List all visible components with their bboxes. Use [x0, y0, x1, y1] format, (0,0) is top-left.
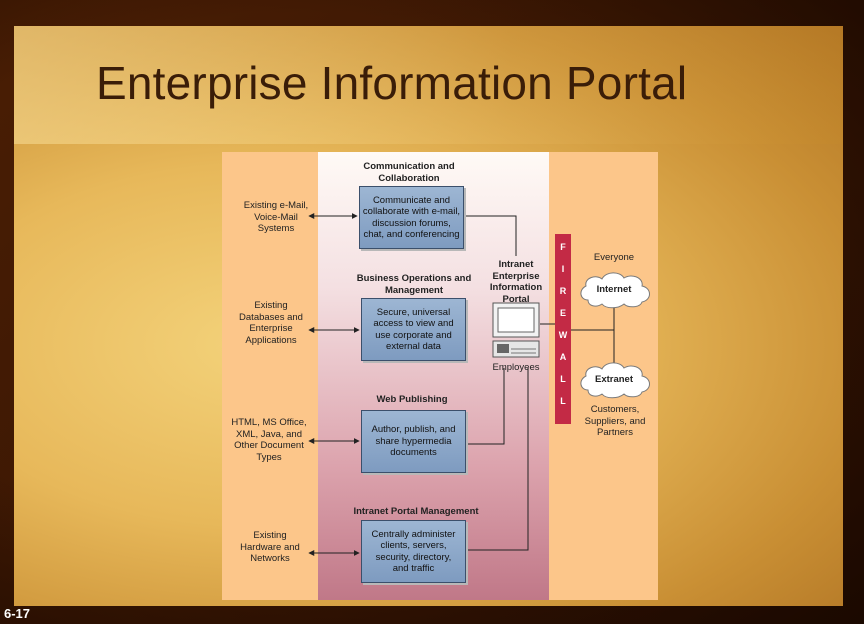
firewall-letter: I [561, 264, 565, 274]
computer-icon [492, 302, 540, 358]
firewall-letter: R [559, 286, 567, 296]
header-intranet-portal-management: Intranet Portal Management [353, 506, 479, 517]
partners-label: Customers, Suppliers, and Partners [584, 404, 646, 438]
box-centrally-administer: Centrally administer clients, servers, s… [361, 520, 466, 583]
firewall-letter: A [559, 352, 567, 362]
internet-label: Internet [596, 284, 632, 295]
connector-lines [308, 213, 650, 556]
firewall-letter: L [560, 396, 566, 406]
box-communicate-collaborate: Communicate and collaborate with e-mail,… [359, 186, 464, 249]
source-databases-applications: Existing Databases and Enterprise Applic… [239, 300, 303, 346]
portal-label: Intranet Enterprise Information Portal [489, 259, 543, 305]
firewall-letter: W [558, 330, 568, 340]
header-business-operations: Business Operations and Management [356, 273, 472, 296]
header-communication-collaboration: Communication and Collaboration [363, 161, 455, 184]
extranet-label: Extranet [594, 374, 633, 385]
header-web-publishing: Web Publishing [376, 394, 448, 405]
line-webpub-portal [465, 368, 505, 445]
firewall-letter: E [559, 308, 566, 318]
slide-number: 6-17 [4, 606, 31, 621]
eip-diagram: Communication and Collaboration Communic… [222, 152, 658, 600]
line-collab-portal [463, 215, 517, 256]
cloud-icon-extranet [580, 362, 650, 399]
employees-label: Employees [492, 362, 540, 373]
source-document-types: HTML, MS Office, XML, Java, and Other Do… [231, 417, 307, 463]
box-author-publish: Author, publish, and share hypermedia do… [361, 410, 466, 473]
firewall-letter: L [560, 374, 566, 384]
firewall-bar: F I R E W A L L [555, 234, 571, 424]
box-secure-access: Secure, universal access to view and use… [361, 298, 466, 361]
slide-title: Enterprise Information Portal [96, 57, 688, 109]
line-mgmt-portal [465, 368, 529, 551]
firewall-letter: F [560, 242, 566, 252]
source-hardware-networks: Existing Hardware and Networks [240, 530, 300, 564]
source-email-voicemail: Existing e-Mail, Voice-Mail Systems [243, 200, 309, 234]
everyone-label: Everyone [593, 252, 635, 263]
cloud-icon-internet [580, 272, 650, 309]
